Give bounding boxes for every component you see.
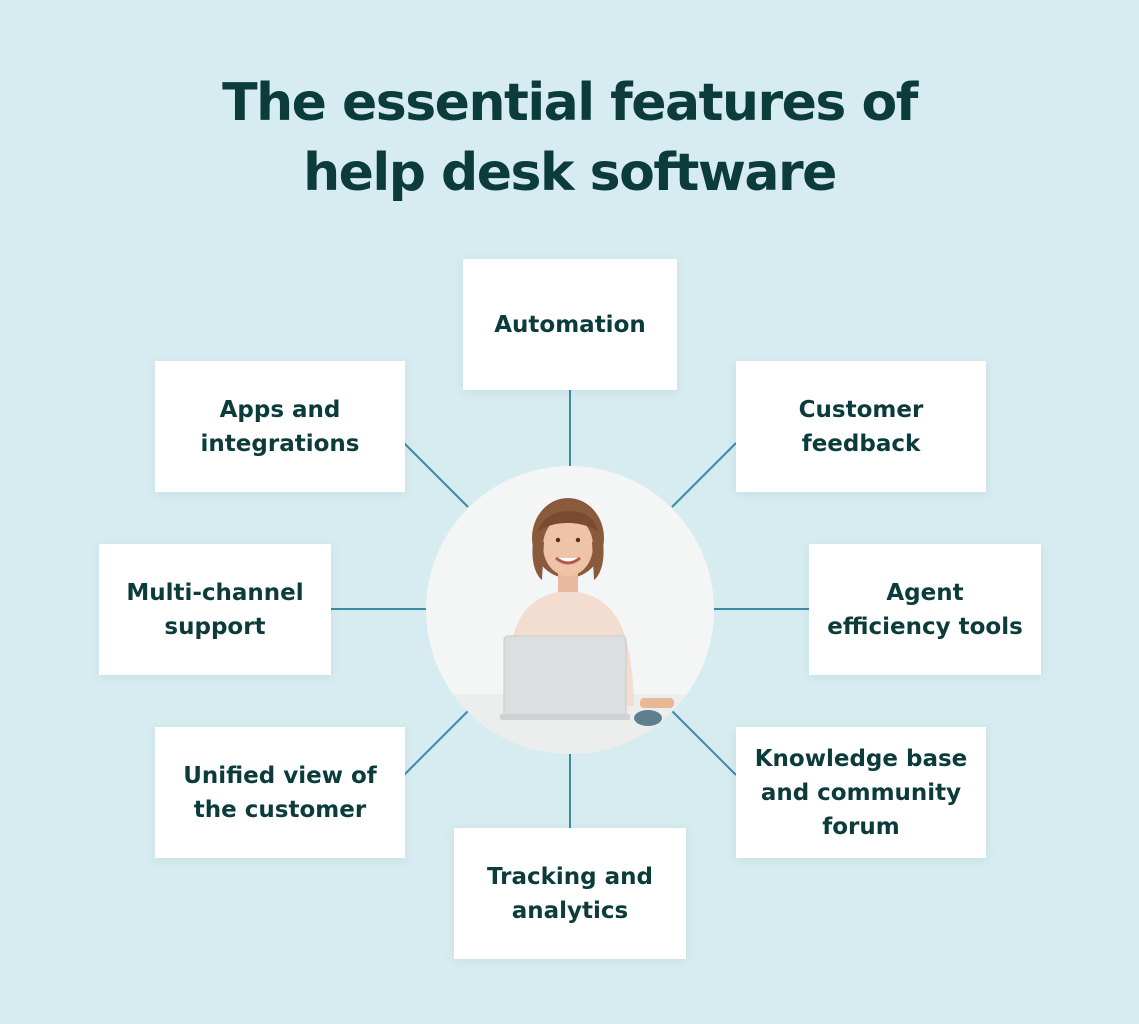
feature-label: Agent efficiency tools xyxy=(827,579,1023,640)
connector-top-right xyxy=(671,442,737,508)
feature-label: Apps and integrations xyxy=(200,396,360,457)
central-photo xyxy=(426,466,714,754)
feature-label: Customer feedback xyxy=(798,396,924,457)
feature-agent-efficiency-tools: Agent efficiency tools xyxy=(809,544,1041,675)
feature-label: Tracking and analytics xyxy=(486,863,654,924)
feature-tracking-analytics: Tracking and analytics xyxy=(454,828,686,959)
feature-customer-feedback: Customer feedback xyxy=(736,361,986,492)
connector-top-left xyxy=(403,442,469,508)
feature-label: Multi-channel support xyxy=(126,579,304,640)
feature-multi-channel-support: Multi-channel support xyxy=(99,544,331,675)
title-line-1: The essential features of xyxy=(222,73,918,133)
feature-unified-view: Unified view of the customer xyxy=(155,727,405,858)
feature-label: Automation xyxy=(494,311,646,338)
feature-knowledge-base: Knowledge base and community forum xyxy=(736,727,986,858)
connector-bottom-right xyxy=(671,710,737,776)
diagram-title: The essential features of help desk soft… xyxy=(0,68,1139,208)
feature-apps-integrations: Apps and integrations xyxy=(155,361,405,492)
feature-automation: Automation xyxy=(463,259,677,390)
connector-bottom-left xyxy=(403,710,469,776)
title-line-2: help desk software xyxy=(303,143,837,203)
feature-label: Unified view of the customer xyxy=(183,762,377,823)
feature-label: Knowledge base and community forum xyxy=(754,745,968,840)
agent-at-laptop-illustration xyxy=(426,498,714,754)
